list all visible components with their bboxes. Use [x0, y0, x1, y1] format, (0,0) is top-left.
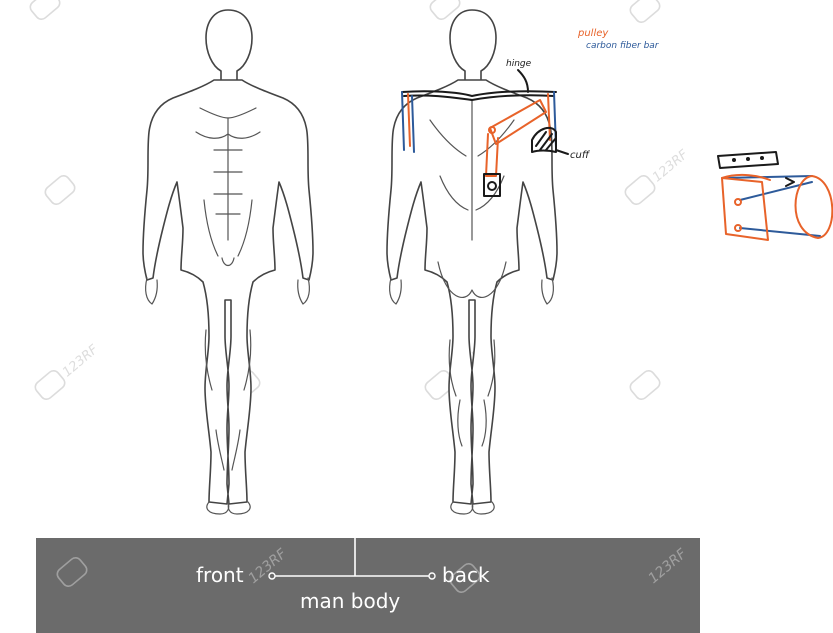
- sketch-legend: pulley carbon fiber bar: [577, 28, 660, 51]
- banner-connector-left-dot: [269, 573, 275, 579]
- caption-banner: 123RF 123RF front back man body: [36, 538, 700, 633]
- back-body-figure: [387, 10, 557, 514]
- banner-background: [36, 538, 700, 633]
- front-body-figure: [143, 10, 313, 514]
- hinge-label: hinge: [506, 59, 532, 69]
- banner-connector-right-dot: [429, 573, 435, 579]
- banner-front-label: front: [196, 563, 244, 587]
- pulley-wheel: [796, 176, 833, 238]
- watermark-group: 123RF 123RF 123RF 123RF 123RF 123R: [28, 0, 692, 402]
- pulley-detail-sketch: [718, 152, 832, 240]
- banner-back-label: back: [442, 563, 490, 587]
- legend-pulley: pulley: [577, 28, 609, 39]
- legend-carbon-fiber-bar: carbon fiber bar: [586, 41, 660, 51]
- watermark-text: 123RF: [60, 342, 102, 380]
- cuff-label: cuff: [570, 150, 591, 161]
- banner-center-label: man body: [300, 589, 400, 613]
- watermark-text: 123RF: [650, 147, 692, 185]
